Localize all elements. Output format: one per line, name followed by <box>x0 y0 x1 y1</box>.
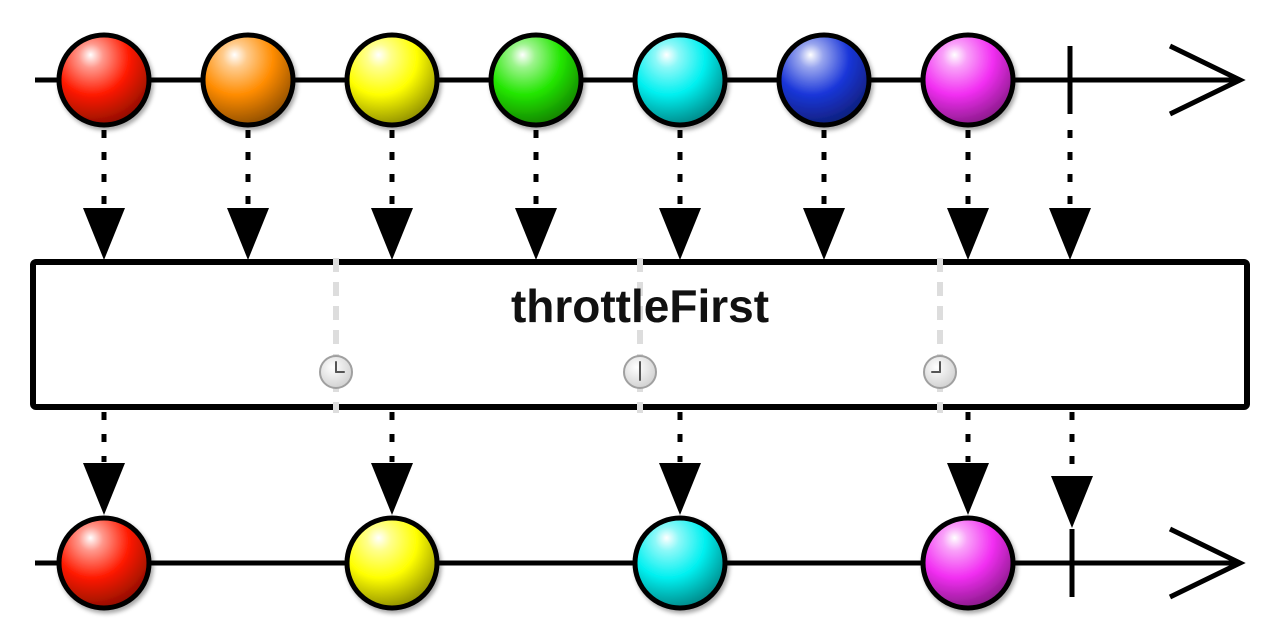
result-marble-magenta <box>920 515 1016 611</box>
clock-icon <box>319 355 353 389</box>
operator-label: throttleFirst <box>511 280 769 332</box>
result-connector-arrow <box>659 463 701 515</box>
source-marble-magenta <box>920 32 1016 128</box>
source-connector-arrow <box>227 208 269 260</box>
source-marble-orange <box>200 32 296 128</box>
clock-icon <box>923 355 957 389</box>
result-marble-yellow <box>344 515 440 611</box>
source-connector-arrow <box>83 208 125 260</box>
source-marble-green <box>488 32 584 128</box>
source-marble-cyan <box>632 32 728 128</box>
result-connector-arrow <box>83 463 125 515</box>
source-connector-arrow <box>947 208 989 260</box>
source-connector-arrow <box>659 208 701 260</box>
source-marble-yellow <box>344 32 440 128</box>
source-marble-blue <box>776 32 872 128</box>
source-connector-arrow <box>803 208 845 260</box>
result-marble-cyan <box>632 515 728 611</box>
source-connector-arrow <box>515 208 557 260</box>
result-marble-red <box>56 515 152 611</box>
result-completion-connector-arrow <box>1051 476 1093 528</box>
source-timeline-arrowhead <box>1168 43 1246 117</box>
result-connector-arrow <box>947 463 989 515</box>
completion-connector-arrow <box>1049 208 1091 260</box>
source-marble-red <box>56 32 152 128</box>
source-connector-arrow <box>371 208 413 260</box>
result-timeline-arrowhead <box>1168 526 1246 600</box>
clock-icon <box>623 355 657 389</box>
result-connector-arrow <box>371 463 413 515</box>
